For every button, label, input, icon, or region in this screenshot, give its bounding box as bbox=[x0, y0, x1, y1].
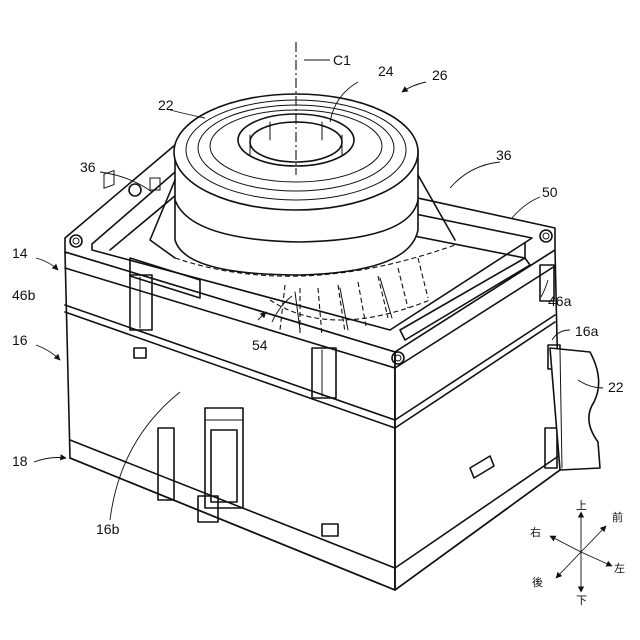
compass-right-label: 右 bbox=[530, 525, 541, 539]
compass-front-label: 前 bbox=[612, 510, 623, 524]
compass-front-arrow bbox=[581, 526, 606, 552]
label-22-right: 22 bbox=[608, 379, 624, 395]
label-46a: 46a bbox=[548, 293, 572, 309]
label-54: 54 bbox=[252, 337, 268, 353]
leader-14 bbox=[36, 258, 58, 270]
label-46b: 46b bbox=[12, 287, 36, 303]
compass-down-label: 下 bbox=[576, 594, 587, 607]
leader-22-top bbox=[170, 110, 205, 118]
compass-back-arrow bbox=[556, 552, 581, 578]
label-26: 26 bbox=[432, 67, 448, 83]
compass-back-label: 後 bbox=[532, 575, 543, 589]
direction-compass: 上 前 右 左 後 下 bbox=[530, 499, 625, 607]
label-22-top: 22 bbox=[158, 97, 174, 113]
label-50: 50 bbox=[542, 184, 558, 200]
compass-left-label: 左 bbox=[614, 562, 625, 575]
label-36-right: 36 bbox=[496, 147, 512, 163]
label-16b: 16b bbox=[96, 521, 120, 537]
label-16: 16 bbox=[12, 332, 28, 348]
label-36-left: 36 bbox=[80, 159, 96, 175]
label-16a: 16a bbox=[575, 323, 599, 339]
leader-26 bbox=[402, 82, 426, 92]
compass-left-arrow bbox=[581, 552, 612, 566]
label-18: 18 bbox=[12, 453, 28, 469]
label-24: 24 bbox=[378, 63, 394, 79]
compass-up-label: 上 bbox=[576, 499, 587, 512]
compass-right-arrow bbox=[550, 536, 581, 552]
label-c1: C1 bbox=[333, 52, 351, 68]
label-14: 14 bbox=[12, 245, 28, 261]
leader-18 bbox=[34, 458, 66, 463]
leader-36-right bbox=[450, 162, 500, 188]
leader-16 bbox=[36, 345, 60, 360]
leader-50 bbox=[512, 197, 540, 218]
reservoir-cylinder bbox=[150, 94, 455, 275]
